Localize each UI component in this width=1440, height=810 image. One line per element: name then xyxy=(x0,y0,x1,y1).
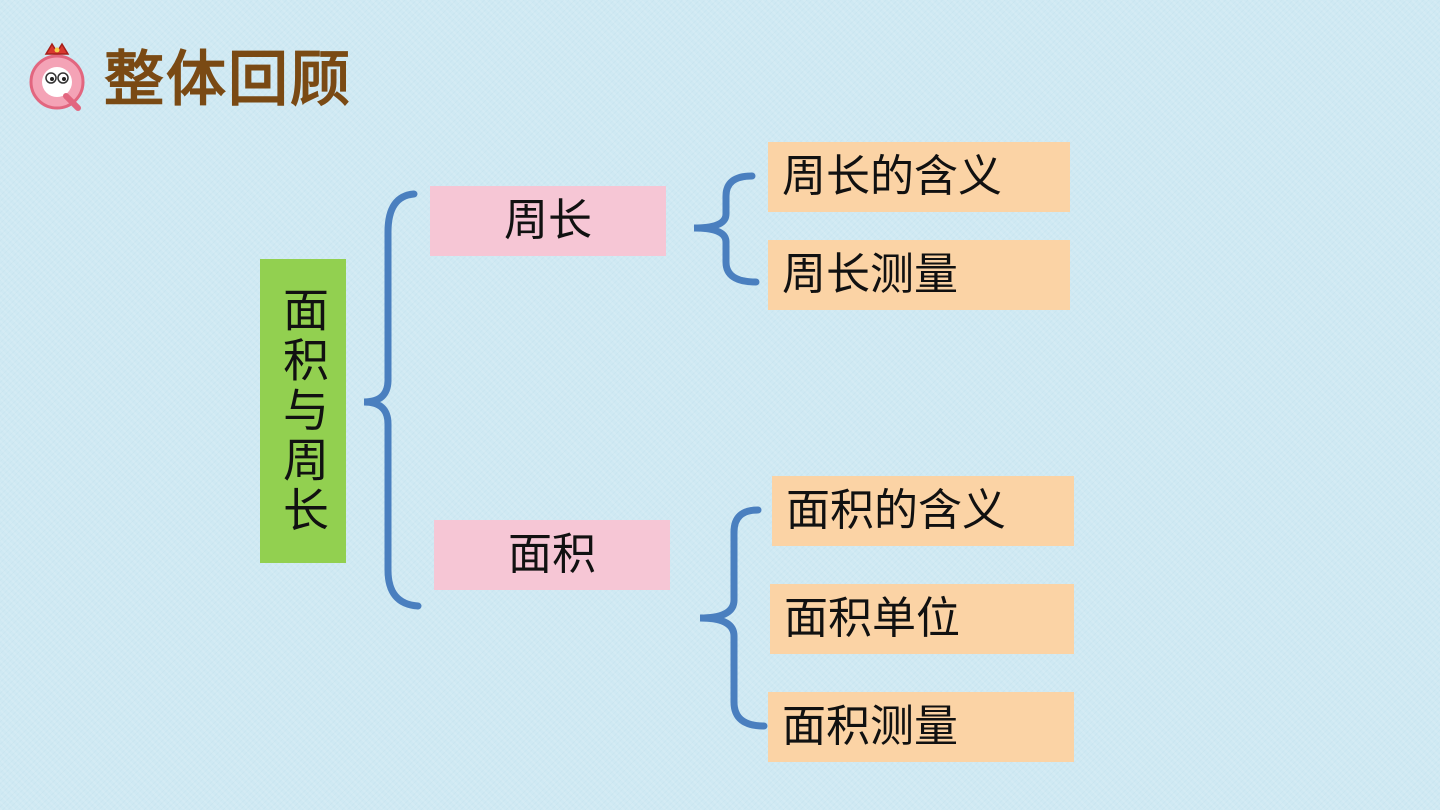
leaf-node: 面积测量 xyxy=(768,692,1074,762)
mascot-logo-icon xyxy=(29,42,85,111)
leaf-label: 面积测量 xyxy=(782,701,958,752)
branch-label: 周长 xyxy=(504,195,592,246)
leaf-label: 面积单位 xyxy=(784,593,960,644)
branch-label: 面积 xyxy=(508,529,596,580)
leaf-label: 周长测量 xyxy=(782,249,958,300)
leaf-node: 周长的含义 xyxy=(768,142,1070,212)
root-brace xyxy=(363,190,422,610)
leaf-node: 周长测量 xyxy=(768,240,1070,310)
leaf-node: 面积单位 xyxy=(770,584,1074,654)
root-node: 面积与周长 xyxy=(260,259,346,563)
leaf-label: 面积的含义 xyxy=(786,485,1006,536)
branch-node-area: 面积 xyxy=(434,520,670,590)
leaf-label: 周长的含义 xyxy=(782,151,1002,202)
root-label: 面积与周长 xyxy=(276,286,330,536)
page-title: 整体回顾 xyxy=(104,45,352,115)
area-brace xyxy=(699,506,768,730)
branch-node-perimeter: 周长 xyxy=(430,186,666,256)
leaf-node: 面积的含义 xyxy=(772,476,1074,546)
perimeter-brace xyxy=(693,172,760,286)
